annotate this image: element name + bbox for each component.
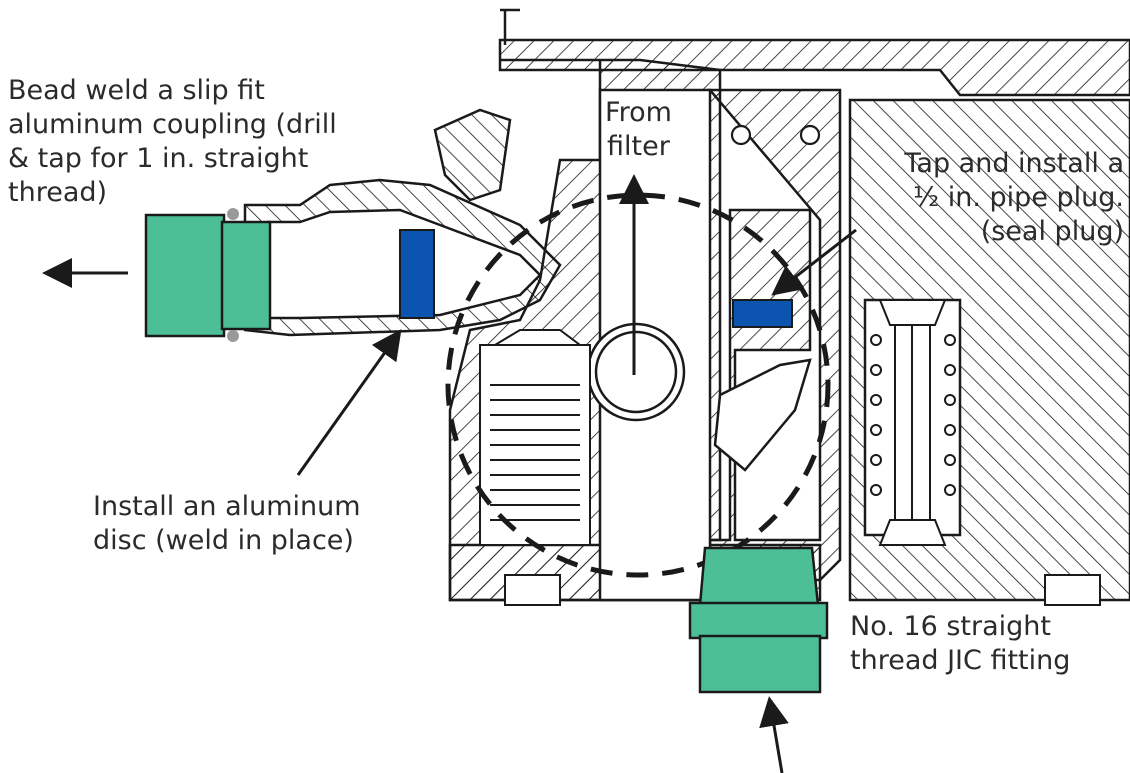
housing-holes [730, 124, 821, 146]
disc-callout-line: disc (weld in place) [93, 525, 354, 556]
inlet-flow-arrow [759, 696, 789, 773]
jic-callout-line: thread JIC fitting [850, 645, 1071, 676]
coupling-callout: Bead weld a slip fit aluminum coupling (… [8, 74, 337, 210]
pipe-plug [732, 299, 793, 328]
filter-callout-line: From [605, 97, 672, 128]
plug-callout-line: Tap and install a [904, 148, 1124, 179]
o-ring-icon [227, 208, 239, 342]
coupling-callout-line: Bead weld a slip fit [8, 75, 265, 106]
aluminum-coupling [144, 213, 272, 338]
disc-callout: Install an aluminum disc (weld in place) [93, 490, 361, 558]
flow-arrows [42, 174, 857, 773]
disc-callout-line: Install an aluminum [93, 491, 361, 522]
right-spring-assembly [870, 299, 1101, 606]
plug-callout-line: ½ in. pipe plug. [913, 182, 1124, 213]
jic-callout-line: No. 16 straight [850, 611, 1051, 642]
filter-callout-line: filter [607, 131, 670, 162]
plug-callout-line: (seal plug) [980, 216, 1124, 247]
filter-callout: From filter [605, 96, 672, 164]
plug-pointer-arrow [771, 228, 857, 296]
disc-pointer-arrow [296, 329, 402, 476]
coupling-callout-line: & tap for 1 in. straight [8, 143, 309, 174]
jic-fitting [688, 546, 829, 694]
coupling-callout-line: aluminum coupling (drill [8, 109, 337, 140]
coupling-callout-line: thread) [8, 177, 108, 208]
plug-callout: Tap and install a ½ in. pipe plug. (seal… [890, 147, 1124, 249]
jic-callout: No. 16 straight thread JIC fitting [850, 610, 1070, 678]
dashed-highlight-circle [445, 192, 831, 578]
aluminum-disc [399, 229, 435, 319]
